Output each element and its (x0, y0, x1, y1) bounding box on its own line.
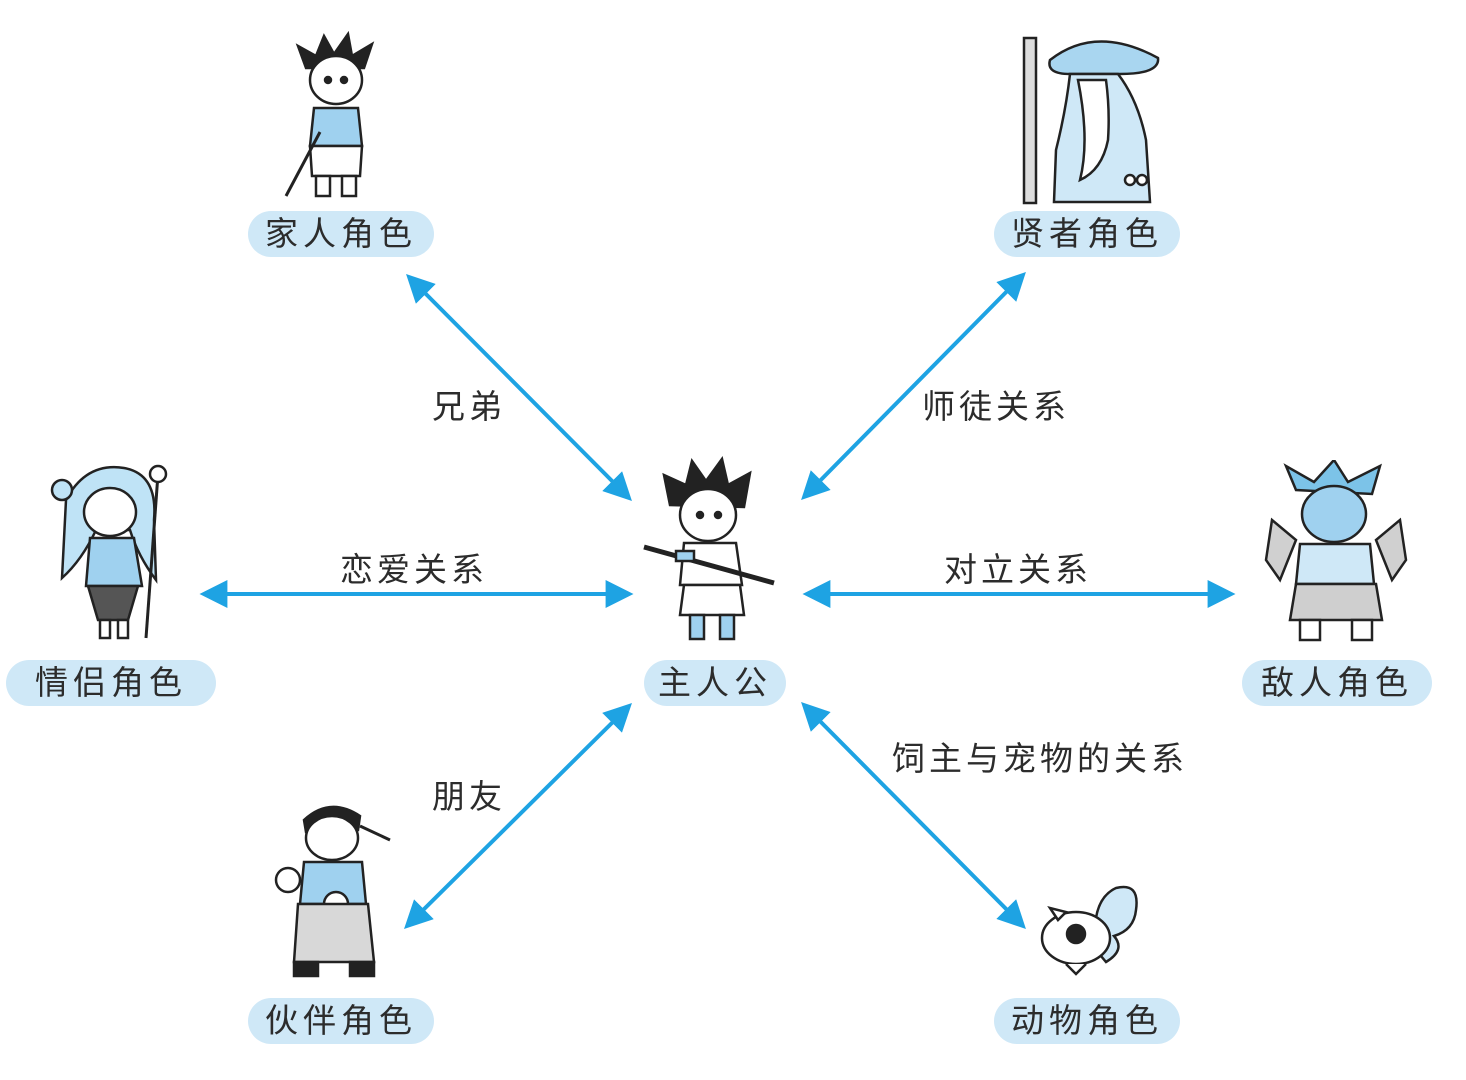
sage-wizard-icon (1010, 30, 1170, 208)
node-label-lover: 情侣角色 (6, 660, 216, 706)
node-label-partner: 伙伴角色 (248, 998, 434, 1044)
node-label-enemy: 敌人角色 (1242, 660, 1432, 706)
relation-label-sage: 师徒关系 (922, 387, 1070, 426)
relation-label-lover: 恋爱关系 (340, 550, 488, 589)
node-label-animal: 动物角色 (994, 998, 1180, 1044)
boy-with-staff-icon (276, 28, 396, 203)
relation-label-family: 兄弟 (432, 387, 506, 426)
relation-label-animal: 饲主与宠物的关系 (892, 739, 1188, 778)
arrow-partner (404, 703, 632, 929)
arrow-family (406, 274, 632, 501)
arrow-animal (801, 702, 1026, 929)
girl-with-wand-icon (46, 460, 186, 642)
relation-label-partner: 朋友 (432, 777, 506, 816)
hero-swordsman-icon (640, 455, 780, 645)
martial-artist-icon (270, 796, 400, 986)
relation-label-enemy: 对立关系 (944, 550, 1092, 589)
node-label-family: 家人角色 (248, 211, 434, 257)
squirrel-icon (1036, 880, 1142, 980)
dragon-monster-icon (1256, 460, 1416, 646)
arrow-sage (801, 272, 1026, 500)
node-label-center: 主人公 (644, 660, 786, 706)
node-label-sage: 贤者角色 (994, 211, 1180, 257)
